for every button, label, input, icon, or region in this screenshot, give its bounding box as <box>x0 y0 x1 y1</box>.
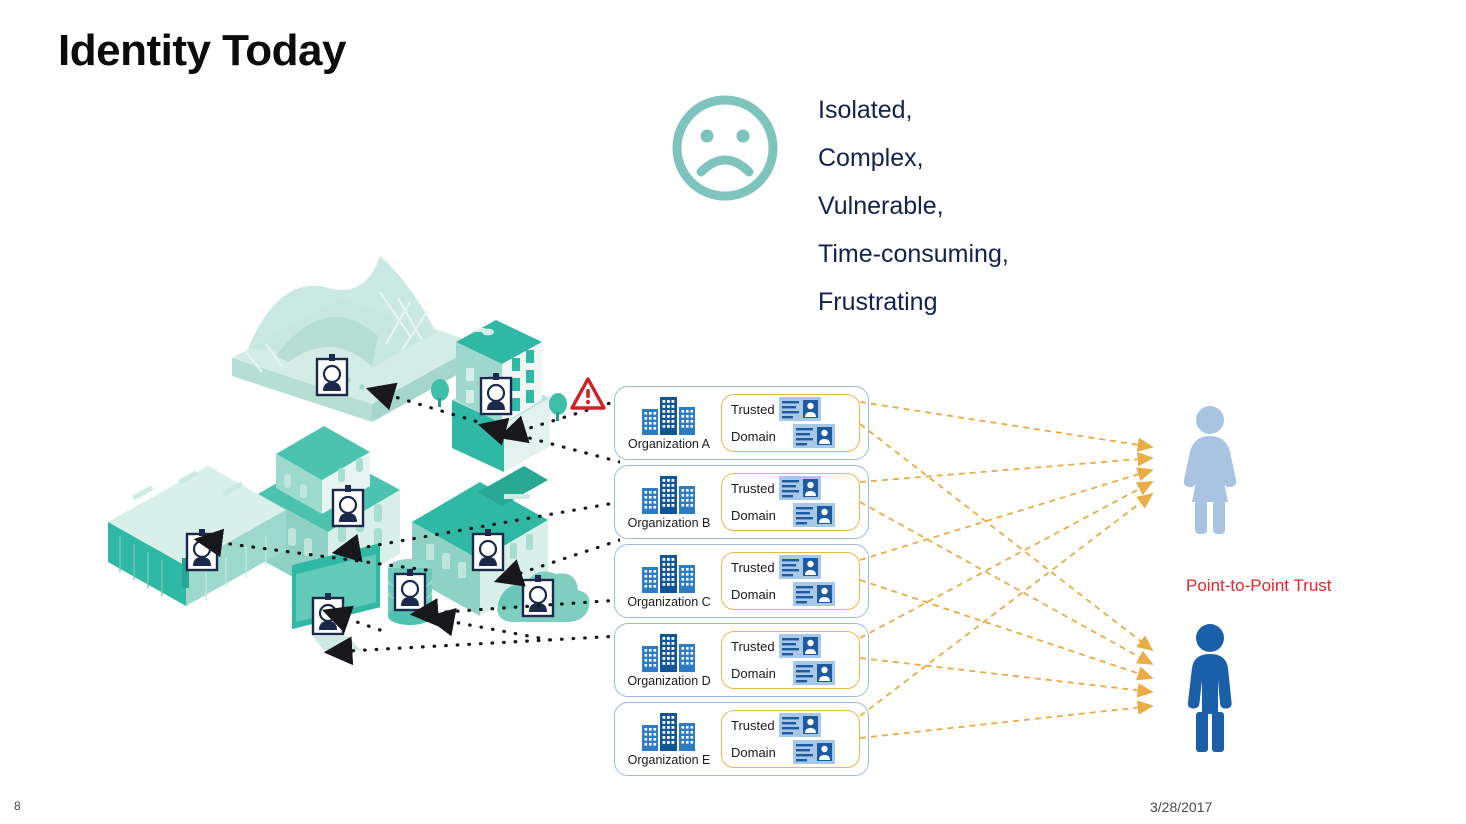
domain-label: Domain <box>731 508 776 523</box>
point-to-point-trust-label: Point-to-Point Trust <box>1186 576 1332 595</box>
organization-card-b[interactable]: Organization B Trusted Domain <box>614 465 869 539</box>
adjective-complex: Complex, <box>818 144 924 172</box>
domain-label: Domain <box>731 666 776 681</box>
adjective-frustrating: Frustrating <box>818 288 938 316</box>
person-woman-icon <box>1172 404 1248 536</box>
office-buildings-icon <box>642 397 695 435</box>
organization-card-d[interactable]: Organization D Trusted Domain <box>614 623 869 697</box>
office-buildings-icon <box>642 476 695 514</box>
trusted-domain-box: Trusted Domain <box>721 552 860 610</box>
id-card-icon <box>778 713 835 764</box>
trusted-label: Trusted <box>731 481 775 496</box>
sad-face-icon <box>668 90 782 206</box>
id-card-icon <box>778 634 835 685</box>
id-card-icon <box>778 555 835 606</box>
office-buildings-icon <box>642 634 695 672</box>
organization-identity: Organization D <box>615 632 723 688</box>
point-to-point-trust-arrows <box>859 390 1190 790</box>
id-card-group <box>778 553 851 609</box>
id-card-group <box>778 711 851 767</box>
organization-card-a[interactable]: Organization A Trusted Domain <box>614 386 869 460</box>
trusted-domain-box: Trusted Domain <box>721 710 860 768</box>
slide-number: 8 <box>14 799 21 813</box>
person-man-icon <box>1172 622 1248 754</box>
dotted-connectors <box>193 382 620 666</box>
id-card-group <box>778 395 851 451</box>
adjective-list: Isolated, Complex, Vulnerable, Time-cons… <box>818 86 1148 326</box>
isometric-city-cluster <box>80 240 620 670</box>
trusted-domain-text: Trusted Domain <box>731 712 776 766</box>
organization-identity: Organization B <box>615 474 723 530</box>
trusted-domain-box: Trusted Domain <box>721 473 860 531</box>
id-card-group <box>778 632 851 688</box>
trusted-domain-text: Trusted Domain <box>731 633 776 687</box>
organization-identity: Organization A <box>615 395 723 451</box>
trusted-domain-box: Trusted Domain <box>721 631 860 689</box>
retail-mall-building <box>108 466 286 606</box>
id-card-icon <box>778 476 835 527</box>
organization-list: Organization A Trusted Domain <box>614 386 869 781</box>
domain-label: Domain <box>731 745 776 760</box>
trusted-domain-text: Trusted Domain <box>731 475 776 529</box>
domain-label: Domain <box>731 587 776 602</box>
organization-label: Organization A <box>628 437 710 451</box>
id-card-icon <box>778 397 835 448</box>
trusted-label: Trusted <box>731 560 775 575</box>
organization-label: Organization D <box>627 674 711 688</box>
page-title: Identity Today <box>58 26 346 75</box>
organization-label: Organization E <box>627 753 711 767</box>
slide-date: 3/28/2017 <box>1150 799 1213 815</box>
trusted-label: Trusted <box>731 718 775 733</box>
office-buildings-icon <box>642 555 695 593</box>
trusted-label: Trusted <box>731 402 775 417</box>
trusted-domain-text: Trusted Domain <box>731 396 776 450</box>
office-buildings-icon <box>642 713 695 751</box>
id-card-group <box>778 474 851 530</box>
adjective-vulnerable: Vulnerable, <box>818 192 944 220</box>
organization-label: Organization B <box>627 516 711 530</box>
organization-card-c[interactable]: Organization C Trusted Domain <box>614 544 869 618</box>
stadium-building <box>232 256 480 422</box>
trusted-domain-box: Trusted Domain <box>721 394 860 452</box>
trusted-label: Trusted <box>731 639 775 654</box>
warning-triangle-icon <box>570 377 606 411</box>
organization-card-e[interactable]: Organization E Trusted Domain <box>614 702 869 776</box>
organization-identity: Organization E <box>615 711 723 767</box>
organization-label: Organization C <box>627 595 711 609</box>
adjective-isolated: Isolated, <box>818 96 913 124</box>
domain-label: Domain <box>731 429 776 444</box>
adjective-time-consuming: Time-consuming, <box>818 240 1009 268</box>
tree-icon <box>431 379 567 421</box>
trusted-domain-text: Trusted Domain <box>731 554 776 608</box>
organization-identity: Organization C <box>615 553 723 609</box>
